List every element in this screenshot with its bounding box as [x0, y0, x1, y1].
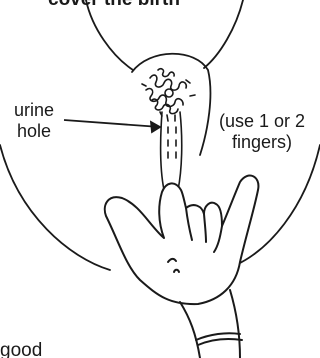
vulva-outline — [132, 54, 210, 155]
urine-hole-label-line-2: hole — [6, 121, 62, 142]
right-thigh-outline — [204, 0, 243, 68]
top-caption: cover the birth — [48, 0, 180, 11]
urine-arrow — [64, 120, 160, 132]
labia-lines — [161, 112, 182, 190]
urine-hole-label: urine hole — [6, 100, 62, 141]
urine-hole-label-line-1: urine — [6, 100, 62, 121]
gloved-hand — [105, 176, 259, 358]
fingers-note-line-1: (use 1 or 2 — [203, 111, 320, 132]
pubic-hair — [142, 69, 195, 116]
fingers-note-label: (use 1 or 2 fingers) — [203, 111, 320, 152]
body-outline-left — [0, 145, 110, 270]
bottom-text: good — [0, 340, 42, 358]
fingers-note-line-2: fingers) — [203, 132, 320, 153]
